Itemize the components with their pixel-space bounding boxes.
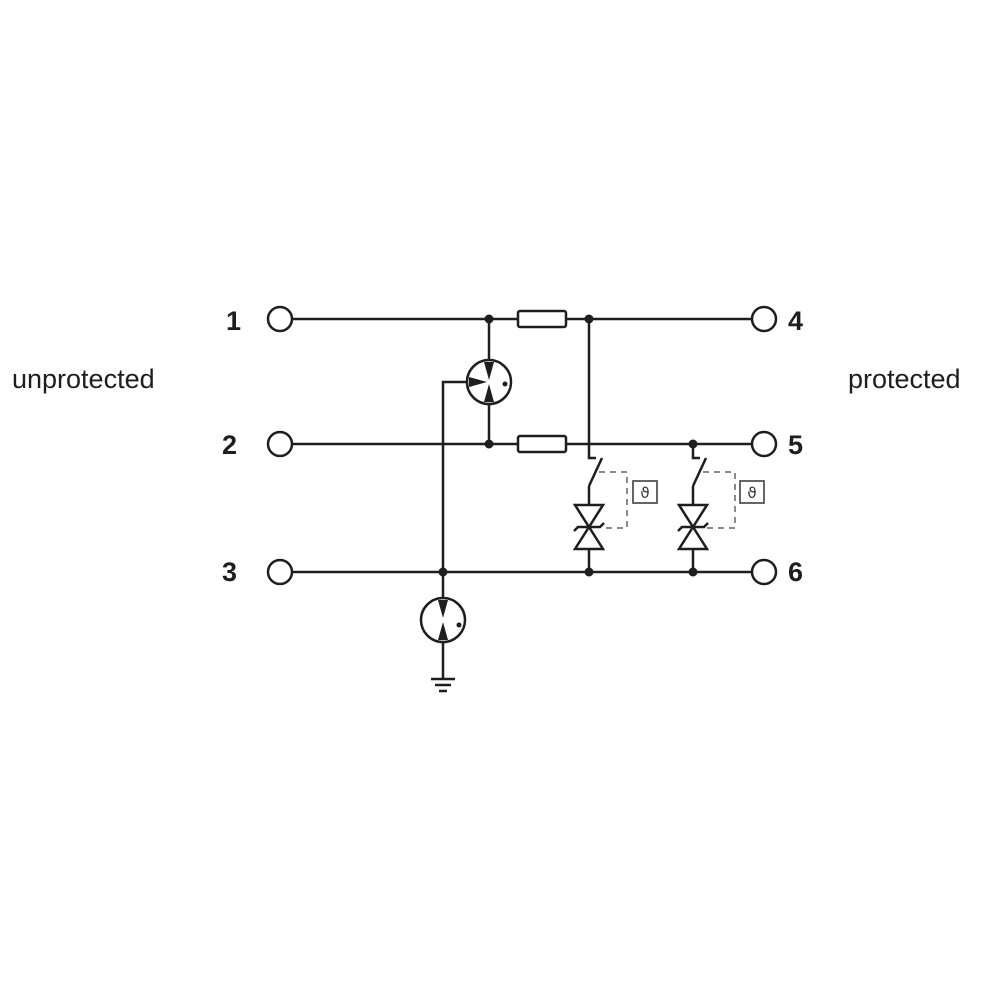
thermal-coupling-2 <box>703 471 736 529</box>
thermal-switch-2-icon <box>691 457 708 487</box>
junction-dots <box>438 314 698 577</box>
terminal-5 <box>750 430 778 458</box>
terminal-3 <box>266 558 294 586</box>
gdt-electrodes <box>469 362 508 402</box>
tvs-diode-1-icon <box>572 503 606 551</box>
terminal-1 <box>266 305 294 333</box>
terminal-5-label: 5 <box>788 430 804 460</box>
terminal-2-label: 2 <box>222 430 238 460</box>
terminal-6-label: 6 <box>788 557 804 587</box>
terminal-6 <box>750 558 778 586</box>
wire-gdt-middle <box>441 380 467 572</box>
thermal-symbol-1: ϑ <box>640 484 649 502</box>
unprotected-label: unprotected <box>12 364 155 394</box>
thermal-sensor-1-icon <box>632 480 658 504</box>
thermal-symbol-2: ϑ <box>747 484 756 502</box>
ground-icon <box>431 677 455 693</box>
ground-gdt-electrodes <box>438 600 462 640</box>
thermal-coupling-1 <box>599 471 628 529</box>
wire-tvs1-feed <box>587 319 596 460</box>
terminal-1-label: 1 <box>226 306 242 336</box>
tvs-diode-2-icon <box>676 503 710 551</box>
protected-label: protected <box>848 364 961 394</box>
resistor-icon <box>516 309 568 329</box>
terminal-4-label: 4 <box>788 306 804 336</box>
thermal-switch-1-icon <box>587 457 604 487</box>
terminal-2 <box>266 430 294 458</box>
terminal-4 <box>750 305 778 333</box>
wire-tvs2-feed <box>691 444 700 460</box>
resistor-icon <box>516 434 568 454</box>
terminal-3-label: 3 <box>222 557 238 587</box>
thermal-sensor-2-icon <box>739 480 765 504</box>
